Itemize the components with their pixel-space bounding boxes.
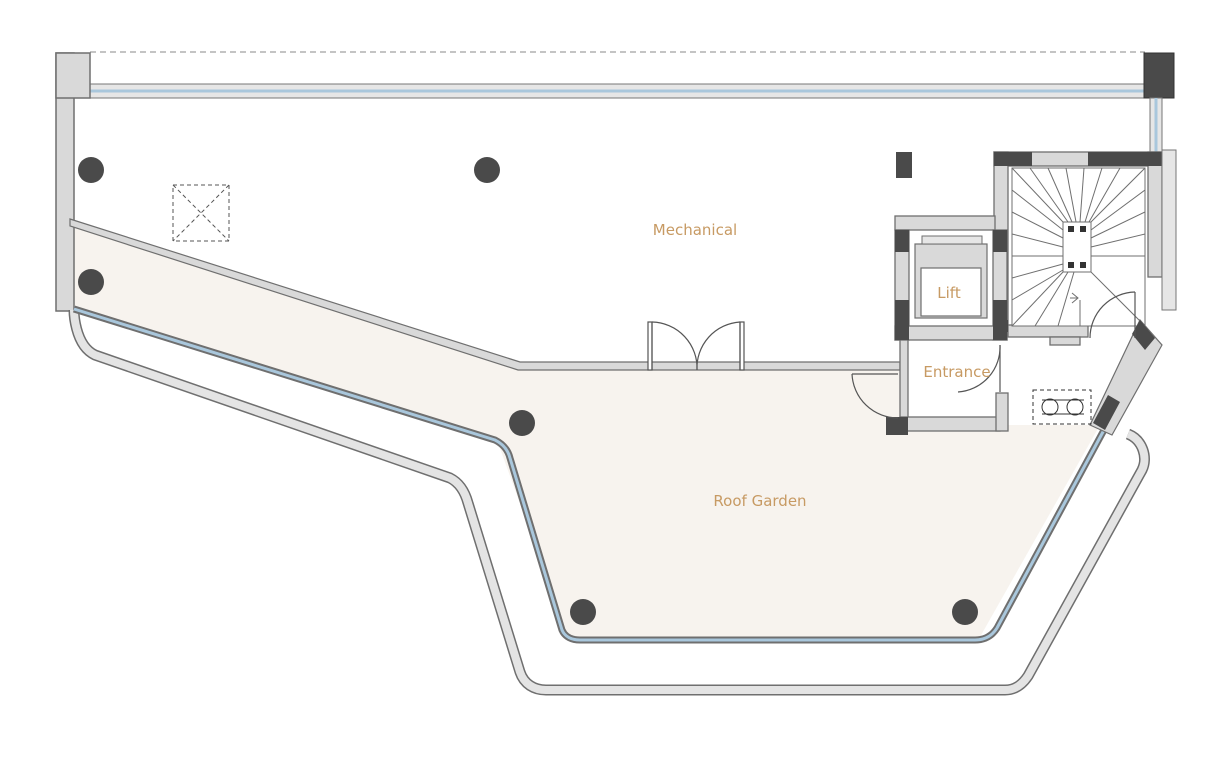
column	[570, 599, 596, 625]
roof-garden-label: Roof Garden	[713, 492, 806, 510]
column	[474, 157, 500, 183]
garden-parapet-fill	[70, 309, 1149, 694]
column	[509, 410, 535, 436]
vent-block	[896, 152, 912, 178]
column	[78, 157, 104, 183]
stair-core-marks	[1068, 226, 1086, 268]
roof-garden-area	[70, 222, 1100, 637]
entrance-right-wall	[1089, 149, 1177, 436]
landing-door[interactable]	[1089, 291, 1136, 339]
entrance-label: Entrance	[923, 363, 990, 381]
roof-hatch-icon	[172, 184, 230, 242]
double-door[interactable]	[647, 321, 745, 371]
corner-column	[1143, 52, 1175, 99]
left-wall-cap	[55, 52, 91, 99]
lower-door[interactable]	[957, 344, 1001, 393]
lift-label: Lift	[937, 284, 961, 302]
column	[78, 269, 104, 295]
entrance-door[interactable]	[851, 373, 899, 419]
wheelchair-icon	[1032, 389, 1092, 425]
garden-glass-line	[73, 307, 1106, 642]
core-columns	[886, 152, 1162, 435]
column	[952, 599, 978, 625]
staircase	[1011, 167, 1146, 327]
lift-car	[914, 235, 988, 319]
mechanical-label: Mechanical	[653, 221, 737, 239]
